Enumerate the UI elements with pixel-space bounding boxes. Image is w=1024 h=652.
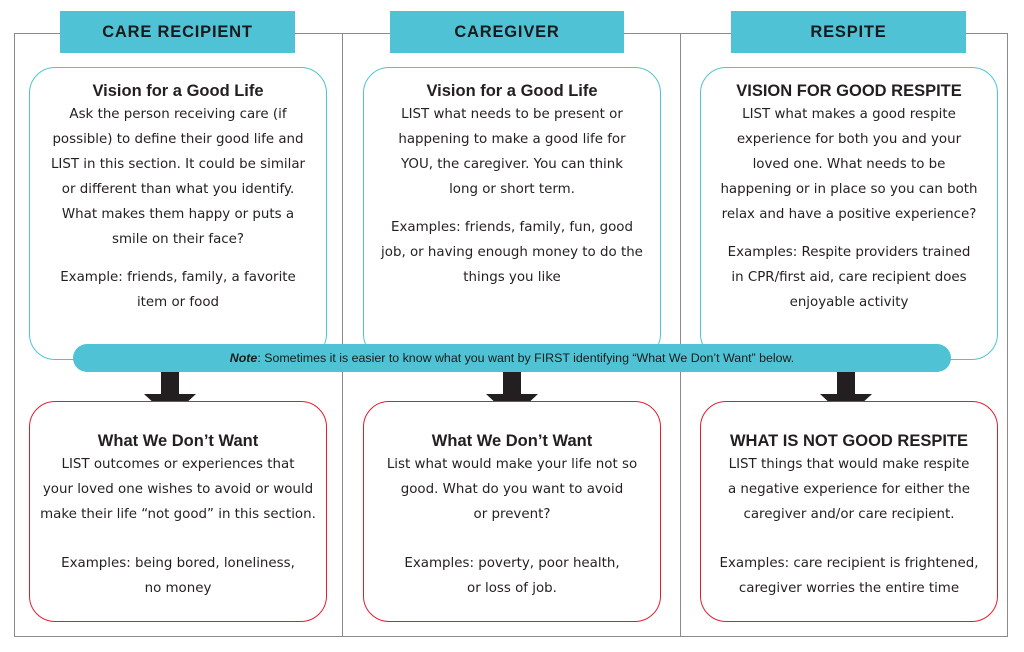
caregiver-dont-want-box: What We Don’t Want List what would make … — [363, 401, 661, 622]
respite-dont-want-box: WHAT IS NOT GOOD RESPITE LIST things tha… — [700, 401, 998, 622]
respite-dont-want-title: WHAT IS NOT GOOD RESPITE — [729, 432, 969, 450]
header-care-recipient: CARE RECIPIENT — [60, 11, 295, 53]
column-divider — [680, 33, 681, 637]
care-recipient-dont-want-title: What We Don’t Want — [97, 432, 259, 450]
note-banner: Note: Sometimes it is easier to know wha… — [73, 344, 951, 372]
respite-vision-box: VISION FOR GOOD RESPITE LIST what makes … — [700, 67, 998, 360]
note-text: : Sometimes it is easier to know what yo… — [257, 351, 795, 365]
care-recipient-vision-body: Ask the person receiving care (if possib… — [50, 107, 306, 247]
note-label: Note — [229, 351, 258, 365]
down-arrow-icon — [486, 372, 538, 418]
respite-dont-want-example: Examples: care recipient is frightened, … — [719, 556, 979, 596]
header-respite: RESPITE — [731, 11, 966, 53]
caregiver-vision-example: Examples: friends, family, fun, good job… — [381, 220, 643, 285]
respite-dont-want-body: LIST things that would make respite a ne… — [727, 457, 971, 522]
care-recipient-vision-title: Vision for a Good Life — [92, 82, 264, 100]
caregiver-dont-want-example: Examples: poverty, poor health, or loss … — [404, 556, 620, 596]
care-recipient-vision-example: Example: friends, family, a favorite ite… — [60, 270, 296, 310]
caregiver-vision-box: Vision for a Good Life LIST what needs t… — [363, 67, 661, 360]
down-arrow-icon — [820, 372, 872, 418]
care-recipient-dont-want-example: Examples: being bored, loneliness, no mo… — [61, 556, 295, 596]
care-recipient-vision-box: Vision for a Good Life Ask the person re… — [29, 67, 327, 360]
caregiver-dont-want-body: List what would make your life not so go… — [386, 457, 638, 522]
care-recipient-dont-want-body: LIST outcomes or experiences that your l… — [40, 457, 316, 522]
down-arrow-icon — [144, 372, 196, 418]
respite-vision-body: LIST what makes a good respite experienc… — [720, 107, 978, 222]
respite-vision-title: VISION FOR GOOD RESPITE — [736, 82, 962, 100]
care-recipient-dont-want-box: What We Don’t Want LIST outcomes or expe… — [29, 401, 327, 622]
caregiver-dont-want-title: What We Don’t Want — [431, 432, 593, 450]
caregiver-vision-body: LIST what needs to be present or happeni… — [398, 107, 626, 197]
header-caregiver: CAREGIVER — [390, 11, 624, 53]
respite-vision-example: Examples: Respite providers trained in C… — [727, 245, 971, 310]
caregiver-vision-title: Vision for a Good Life — [426, 82, 598, 100]
column-divider — [342, 33, 343, 637]
